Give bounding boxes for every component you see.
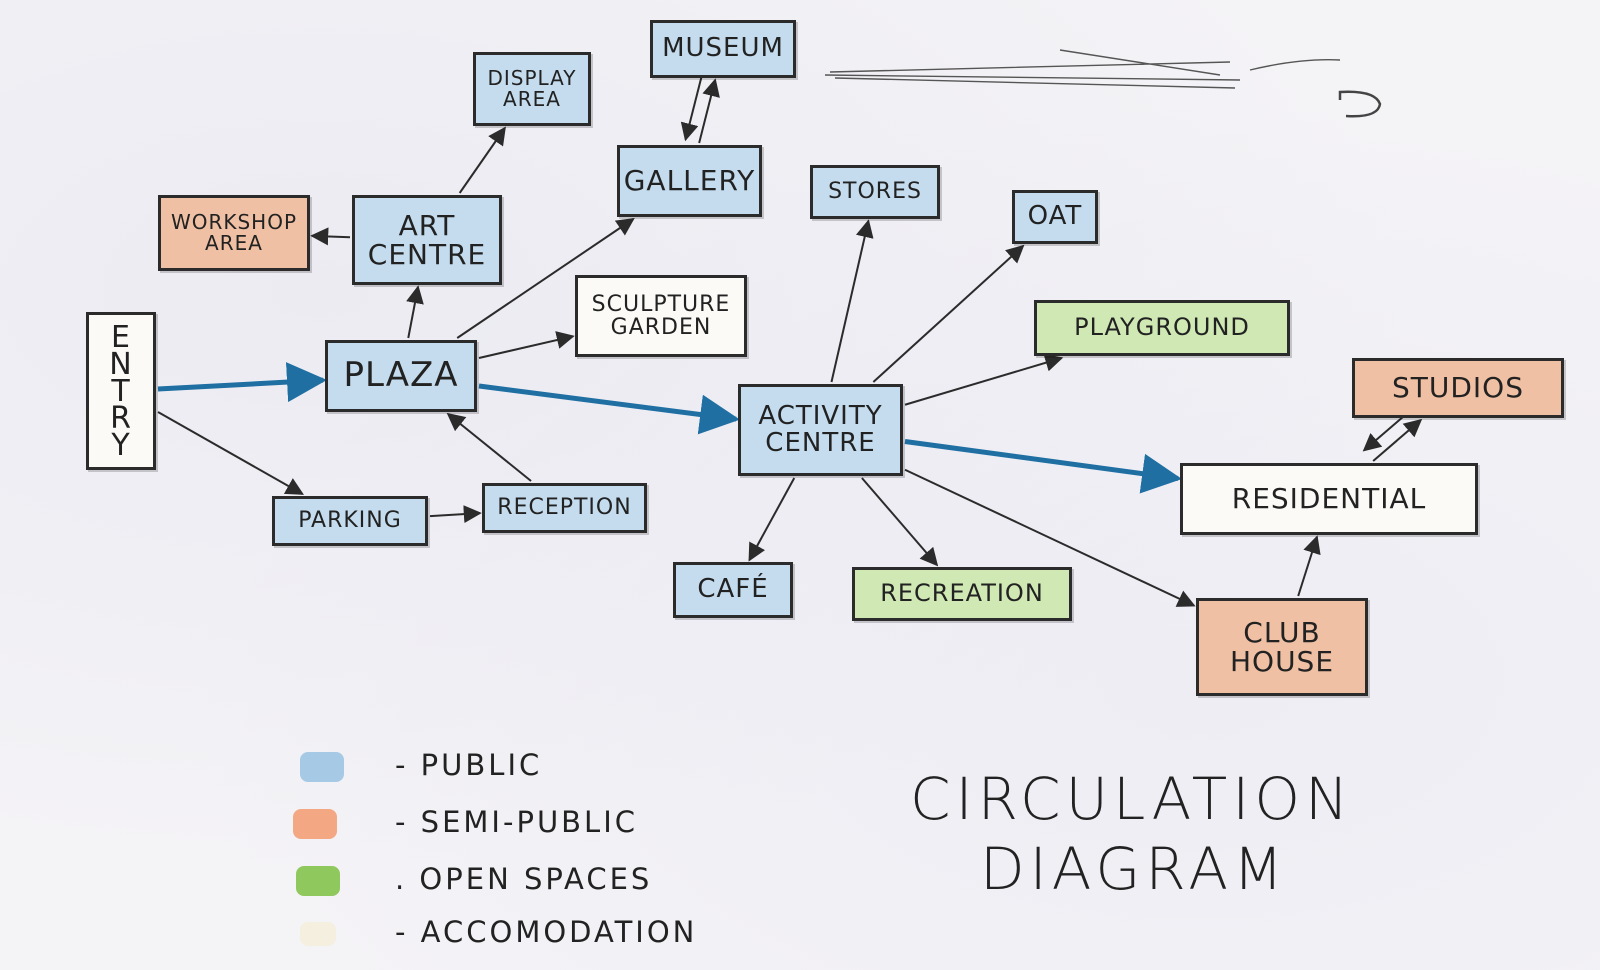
pencil-doodle — [1338, 90, 1382, 118]
sculpture-label-line: GARDEN — [610, 315, 712, 340]
path-activity-to-recreation — [861, 477, 939, 567]
reception-label-line: RECEPTION — [497, 495, 632, 521]
legend-label-open-spaces: . OPEN SPACES — [395, 862, 653, 896]
path-plaza-to-gallery — [456, 217, 635, 339]
path-residential-to-studios — [1372, 418, 1423, 462]
legend-swatch-accommodation — [300, 922, 336, 946]
entry-label-line: E — [111, 319, 131, 355]
path-club-house-to-residential — [1297, 535, 1321, 597]
parking-node: PARKING — [272, 496, 428, 546]
path-activity-to-stores — [830, 219, 874, 383]
entry-label-line: R — [110, 400, 132, 436]
reception-node: RECEPTION — [482, 483, 647, 533]
legend-label-public: - PUBLIC — [395, 748, 543, 782]
path-activity-to-oat — [872, 244, 1025, 383]
recreation-label-line: RECREATION — [880, 579, 1044, 608]
display-label-line: DISPLAY — [487, 66, 577, 90]
sculpture-label-line: SCULPTURE — [591, 291, 731, 317]
path-reception-to-plaza — [446, 412, 532, 482]
club-house-label-line: CLUB — [1243, 615, 1321, 649]
entry-label-line: T — [111, 373, 131, 409]
main-path-activity-to-residential — [904, 438, 1182, 494]
stores-label-line: STORES — [828, 179, 922, 205]
pencil-scribble — [824, 49, 1341, 89]
legend-label-accommodation: - ACCOMODATION — [395, 915, 698, 949]
path-art-centre-to-display — [458, 126, 506, 194]
legend-swatch-public — [300, 752, 344, 782]
cafe-node: CAFÉ — [673, 562, 793, 618]
oat-node: OAT — [1012, 190, 1098, 244]
path-activity-to-cafe — [748, 477, 796, 562]
cafe-label-line: CAFÉ — [697, 574, 769, 605]
path-plaza-to-sculpture — [478, 331, 575, 359]
path-parking-to-reception — [429, 505, 482, 524]
club-house-label-line: HOUSE — [1229, 645, 1335, 678]
legend-label-semi-public: - SEMI-PUBLIC — [395, 805, 639, 839]
path-entry-to-parking — [157, 411, 305, 495]
museum-label-line: MUSEUM — [662, 33, 784, 64]
studios-label-line: STUDIOS — [1391, 371, 1524, 405]
diagram-title-line2: DIAGRAM — [980, 835, 1289, 903]
main-path-plaza-to-activity — [478, 383, 740, 435]
workshop-label-line: WORKSHOP — [170, 210, 298, 234]
art-centre-label-line: CENTRE — [367, 238, 487, 271]
path-activity-to-club-house — [904, 468, 1196, 607]
path-art-centre-to-workshop — [310, 227, 351, 246]
studios-node: STUDIOS — [1352, 358, 1564, 418]
gallery-label-line: GALLERY — [623, 164, 756, 198]
oat-label-line: OAT — [1027, 201, 1083, 232]
legend-swatch-semi-public — [293, 809, 337, 839]
main-path-entry-to-plaza — [157, 362, 327, 403]
plaza-node: PLAZA — [325, 340, 477, 412]
playground-label-line: PLAYGROUND — [1074, 313, 1250, 342]
plaza-label-line: PLAZA — [343, 355, 459, 396]
legend-swatch-open-spaces — [296, 866, 340, 896]
entry-label-line: N — [109, 346, 133, 382]
path-plaza-to-art-centre — [406, 285, 424, 339]
art-centre-label-line: ART — [398, 208, 456, 242]
recreation-node: RECREATION — [852, 567, 1072, 621]
path-museum-to-gallery — [680, 76, 703, 142]
residential-label-line: RESIDENTIAL — [1231, 482, 1427, 516]
activity-label-line: CENTRE — [765, 428, 876, 458]
display-label-line: AREA — [503, 87, 561, 111]
diagram-title-line1: CIRCULATION — [910, 765, 1354, 833]
museum-node: MUSEUM — [650, 20, 796, 78]
playground-node: PLAYGROUND — [1034, 300, 1290, 356]
path-activity-to-playground — [904, 354, 1064, 406]
workshop-label-line: AREA — [205, 231, 263, 255]
path-gallery-to-museum — [698, 78, 720, 144]
entry-label-line: Y — [111, 427, 131, 463]
gallery-node: GALLERY — [617, 145, 762, 217]
stores-node: STORES — [810, 165, 940, 219]
parking-label-line: PARKING — [298, 508, 402, 534]
residential-node: RESIDENTIAL — [1180, 463, 1478, 535]
activity-label-line: ACTIVITY — [758, 400, 883, 431]
